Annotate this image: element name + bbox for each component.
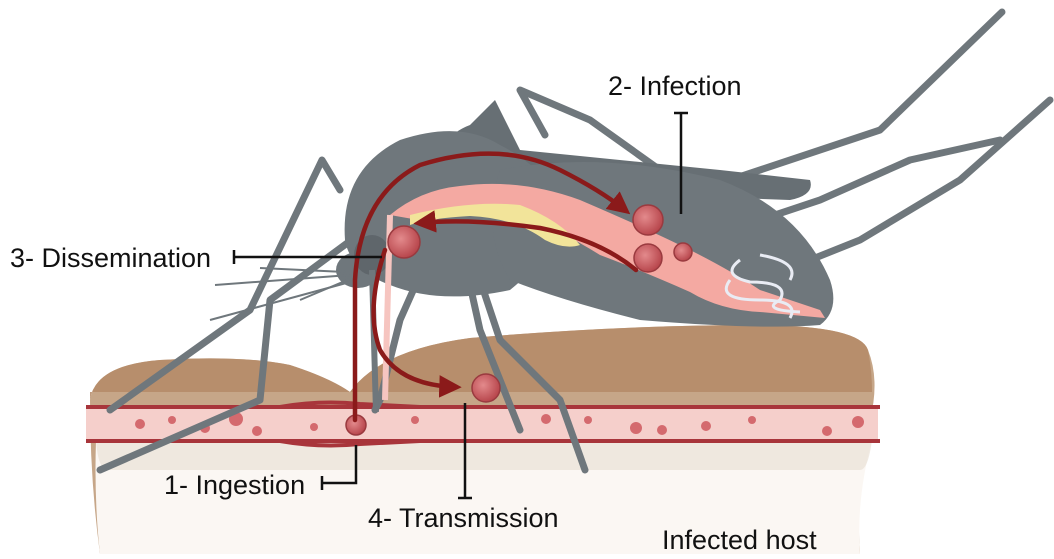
label-dissemination: 3- Dissemination — [10, 245, 211, 272]
label-transmission: 4- Transmission — [368, 505, 559, 532]
label-infected-host: Infected host — [662, 527, 817, 554]
label-infection: 2- Infection — [608, 73, 742, 100]
label-ingestion: 1- Ingestion — [164, 472, 305, 499]
